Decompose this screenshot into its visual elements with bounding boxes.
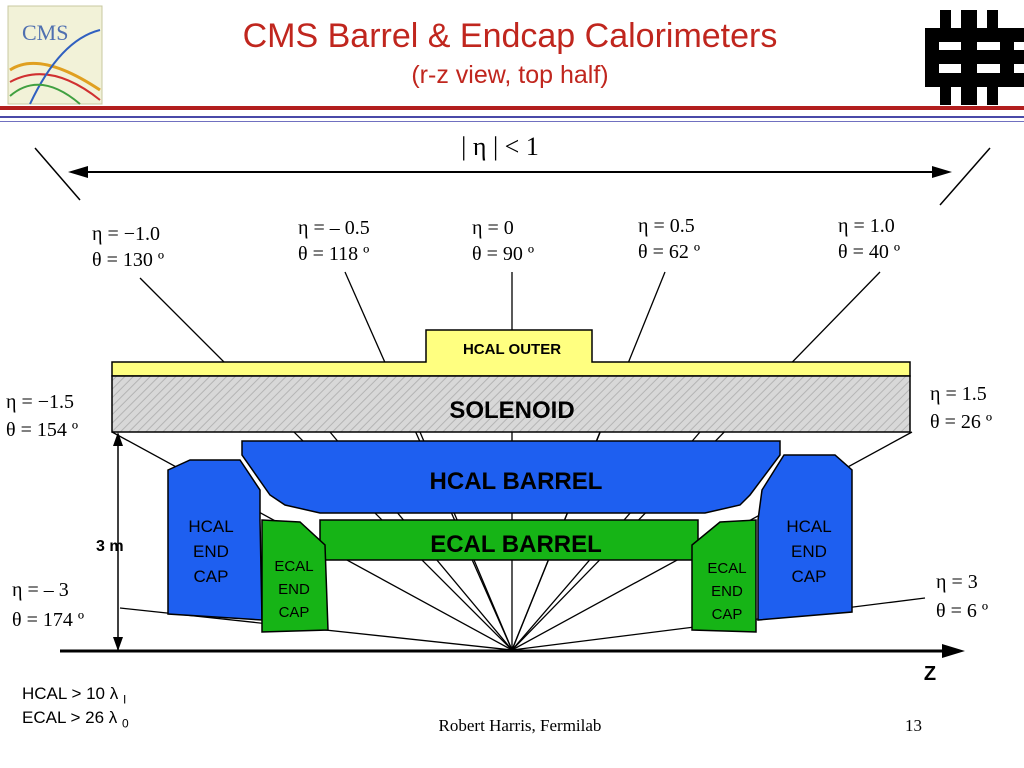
hcal-endcap-left xyxy=(167,459,263,621)
angle-label-eta-0: η = 0 xyxy=(472,217,514,239)
ecal-endcap-right-label-1: ECAL xyxy=(707,560,746,577)
ecal-endcap-right xyxy=(691,519,757,633)
hcal-depth-note: HCAL > 10 λ I xyxy=(22,684,126,706)
page-number: 13 xyxy=(905,716,922,735)
eta-range-label: | η | < 1 xyxy=(461,132,539,161)
angle-label-theta-40: θ = 40 º xyxy=(838,241,900,263)
header-rule-blue-thin xyxy=(0,121,1024,122)
header-rule-red xyxy=(0,106,1024,110)
ecal-endcap-right-label-3: CAP xyxy=(712,606,743,623)
hcal-endcap-right-label-2: END xyxy=(791,542,827,561)
ecal-endcap-right-label-2: END xyxy=(711,583,743,600)
angle-label-eta-m3: η = – 3 xyxy=(12,579,69,601)
cms-logo-text: CMS xyxy=(22,20,68,45)
angle-label-eta-m15: η = −1.5 xyxy=(6,391,74,413)
angle-label-theta-130: θ = 130 º xyxy=(92,249,164,271)
ecal-depth-text: ECAL > 26 λ xyxy=(22,708,118,727)
slide-title: CMS Barrel & Endcap Calorimeters xyxy=(242,17,778,55)
ecal-barrel-label: ECAL BARREL xyxy=(430,531,602,558)
ecal-depth-subscript: 0 xyxy=(122,716,129,731)
angle-label-theta-62: θ = 62 º xyxy=(638,241,700,263)
hcal-barrel xyxy=(241,440,781,514)
angle-label-eta-3: η = 3 xyxy=(936,571,978,593)
angle-label-theta-154: θ = 154 º xyxy=(6,419,78,441)
ecal-endcap-left-label-3: CAP xyxy=(279,604,310,621)
angle-label-theta-174: θ = 174 º xyxy=(12,609,84,631)
angle-label-theta-26: θ = 26 º xyxy=(930,411,992,433)
hcal-outer-label: HCAL OUTER xyxy=(463,341,561,358)
angle-label-theta-118: θ = 118 º xyxy=(298,243,369,265)
angle-label-theta-90: θ = 90 º xyxy=(472,243,534,265)
hcal-endcap-right-label-1: HCAL xyxy=(786,517,831,536)
hcal-depth-subscript: I xyxy=(122,692,127,707)
solenoid xyxy=(111,375,911,433)
ecal-depth-note: ECAL > 26 λ 0 xyxy=(22,708,129,730)
angle-label-eta-15: η = 1.5 xyxy=(930,383,987,405)
fermilab-logo xyxy=(925,10,1024,105)
cms-logo: CMS xyxy=(7,5,103,105)
hcal-endcap-right xyxy=(757,454,853,621)
angle-label-eta-05: η = 0.5 xyxy=(638,215,695,237)
solenoid-label: SOLENOID xyxy=(449,397,574,424)
slide-subtitle: (r-z view, top half) xyxy=(411,61,609,89)
angle-label-eta-m05: η = – 0.5 xyxy=(298,217,370,239)
footer-author: Robert Harris, Fermilab xyxy=(438,716,602,735)
hcal-endcap-left-label-1: HCAL xyxy=(188,517,233,536)
angle-label-theta-6: θ = 6 º xyxy=(936,600,988,622)
ecal-barrel xyxy=(319,519,699,561)
ecal-endcap-left-label-1: ECAL xyxy=(274,558,313,575)
hcal-barrel-label: HCAL BARREL xyxy=(430,468,603,495)
hcal-endcap-left-label-3: CAP xyxy=(194,567,229,586)
hcal-endcap-right-label-3: CAP xyxy=(792,567,827,586)
ecal-endcap-left xyxy=(261,519,329,633)
height-scale-label: 3 m xyxy=(96,538,124,555)
angle-label-eta-m1: η = −1.0 xyxy=(92,223,160,245)
hcal-depth-text: HCAL > 10 λ xyxy=(22,684,119,703)
angle-label-eta-1: η = 1.0 xyxy=(838,215,895,237)
z-axis-label: Z xyxy=(924,663,936,685)
ecal-endcap-left-label-2: END xyxy=(278,581,310,598)
header-rule-blue xyxy=(0,116,1024,118)
hcal-endcap-left-label-2: END xyxy=(193,542,229,561)
